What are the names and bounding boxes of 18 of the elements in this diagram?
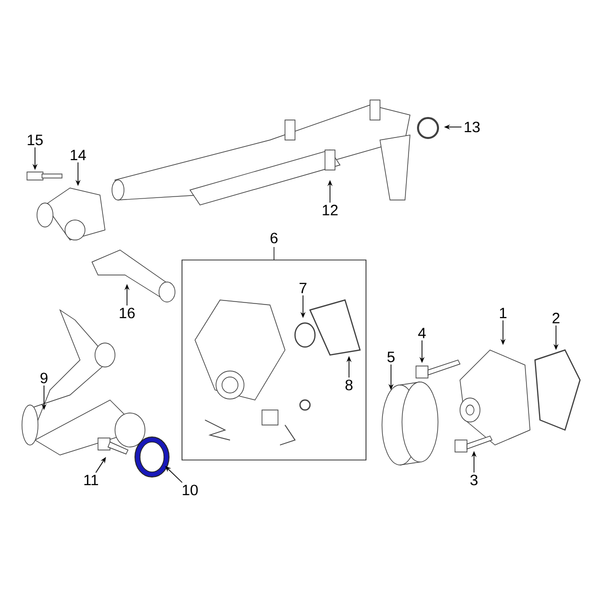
leader-line xyxy=(165,466,183,483)
leader-line xyxy=(95,457,106,474)
callout-number: 2 xyxy=(552,312,560,324)
callout-number: 16 xyxy=(120,308,135,318)
callout-number: 6 xyxy=(270,232,278,244)
callout-number: 4 xyxy=(418,328,426,338)
callout-number: 5 xyxy=(387,352,395,362)
callout-number: 3 xyxy=(470,474,478,486)
callout-number: 1 xyxy=(500,308,506,318)
callout-number: 10 xyxy=(182,484,198,496)
callout-number: 9 xyxy=(40,372,48,384)
callout-number: 14 xyxy=(70,150,86,160)
callout-number: 12 xyxy=(322,204,338,216)
callout-number: 11 xyxy=(84,474,98,486)
callout-number: 8 xyxy=(346,380,353,390)
callout-number: 7 xyxy=(300,282,306,294)
callout-number: 13 xyxy=(464,122,480,132)
callout-number: 15 xyxy=(28,134,43,146)
